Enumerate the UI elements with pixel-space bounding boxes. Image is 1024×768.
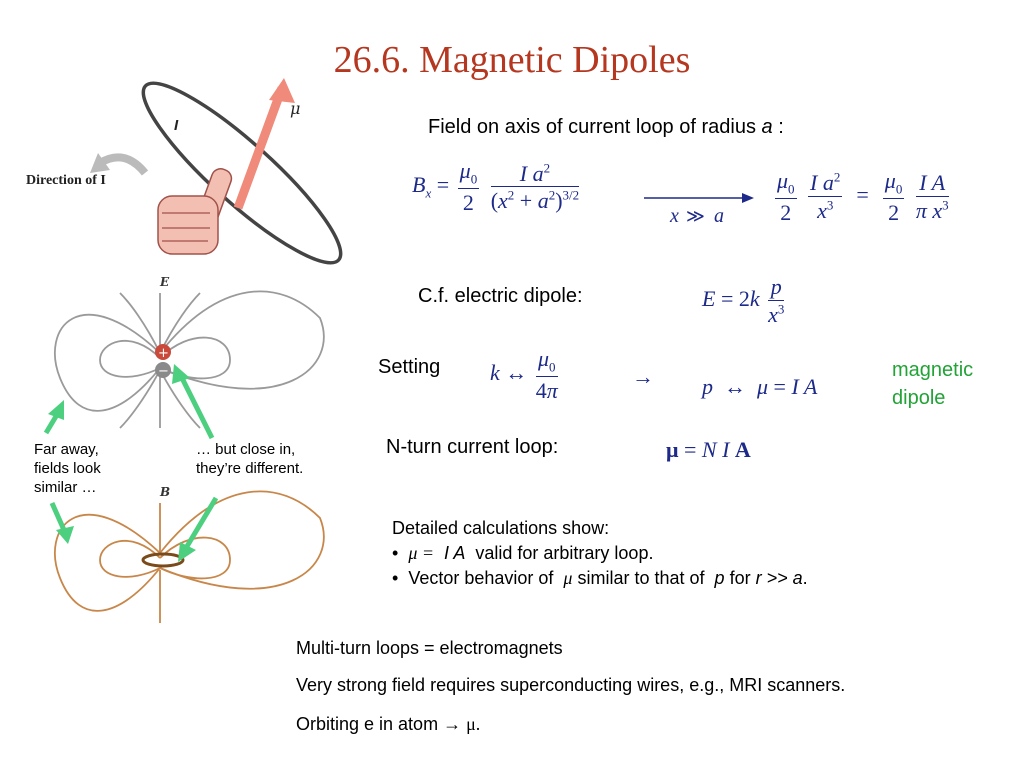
svg-text:x: x xyxy=(669,205,679,227)
coil-loop xyxy=(141,552,185,568)
svg-text:≫: ≫ xyxy=(686,206,705,226)
electric-dipole-figure: E + − xyxy=(54,275,325,429)
orbiting-prefix: Orbiting e in atom xyxy=(296,714,439,734)
limit-arrow: x ≫ a xyxy=(644,193,754,227)
axis-field-heading: Field on axis of current loop of radius … xyxy=(428,116,784,139)
e-field-label: E xyxy=(159,275,170,289)
caption-far-away: Far away, fields look similar … xyxy=(34,440,101,497)
bullet1-text: valid for arbitrary loop. xyxy=(475,543,654,563)
bullet2-p: p xyxy=(714,568,725,588)
implies-arrow: → xyxy=(632,364,654,389)
axis-heading-var: a xyxy=(761,116,773,138)
arrow-close-top xyxy=(179,376,215,440)
arrow-far-bottom xyxy=(49,501,67,532)
current-loop-figure: μ I Direction of I xyxy=(26,78,343,265)
bullet2-for: for xyxy=(729,568,751,588)
multi-turn-line: Multi-turn loops = electromagnets xyxy=(296,638,563,658)
details-bullet-2: • Vector behavior of μ similar to that o… xyxy=(392,568,808,588)
e-field-lines xyxy=(54,290,325,429)
dipole-correspondence: p ↔ μ = I A xyxy=(702,374,818,399)
direction-label: Direction of I xyxy=(26,173,106,188)
setting-label: Setting xyxy=(378,356,441,378)
magnetic-dipole-label: magnetic dipole xyxy=(892,356,973,412)
b-field-label: B xyxy=(159,485,170,499)
bullet2-mid: similar to that of xyxy=(577,568,705,588)
details-heading: Detailed calculations show: xyxy=(392,518,610,538)
nturn-equation: μ = N I A xyxy=(666,437,751,462)
positive-charge xyxy=(155,344,171,360)
moment-arrow-shaft xyxy=(233,86,287,210)
current-loop-ring xyxy=(141,81,343,265)
orbiting-line: Orbiting e in atom → μ. xyxy=(296,714,480,735)
arrow-close-bottom xyxy=(183,496,219,550)
cf-electric-label: C.f. electric dipole: xyxy=(418,285,583,307)
caption-close-line1: … but close in, xyxy=(196,441,296,458)
moment-arrow-head xyxy=(269,78,295,103)
b-field-lines xyxy=(54,490,325,623)
magnetic-dipole-line2: dipole xyxy=(892,387,946,409)
bullet2-cond: r >> a xyxy=(755,568,803,588)
bullet1-mu: μ = xyxy=(408,543,434,563)
loop-current-label: I xyxy=(174,117,179,134)
caption-far-line1: Far away, xyxy=(34,441,99,458)
caption-close-in: … but close in, they’re different. xyxy=(196,440,303,478)
negative-charge xyxy=(155,362,171,378)
details-block: Detailed calculations show: • μ = I A va… xyxy=(392,516,808,591)
caption-far-line2: fields look xyxy=(34,460,101,477)
bullet2-pre: Vector behavior of xyxy=(408,568,554,588)
svg-text:a: a xyxy=(714,205,724,227)
pointer-arrows xyxy=(43,364,219,562)
bullet2-mu: μ xyxy=(563,568,573,588)
caption-close-line2: they’re different. xyxy=(196,460,304,477)
magnetic-dipole-line1: magnetic xyxy=(892,359,974,381)
magnetic-dipole-figure: B xyxy=(54,485,325,623)
details-bullet-1: • μ = I A valid for arbitrary loop. xyxy=(392,543,654,563)
curl-arrow-head xyxy=(90,153,110,173)
slide-title: 26.6. Magnetic Dipoles xyxy=(333,39,691,81)
orbiting-mu: μ. xyxy=(466,714,481,734)
superconducting-line: Very strong field requires superconducti… xyxy=(296,675,846,695)
orbiting-arrow: → xyxy=(443,714,462,734)
bullet1-ia: I A xyxy=(444,543,466,563)
curl-arrow xyxy=(97,153,149,176)
axis-heading-suffix: : xyxy=(772,116,784,138)
axis-heading-prefix: Field on axis of current loop of radius xyxy=(428,116,762,138)
caption-far-line3: similar … xyxy=(34,479,97,496)
negative-charge-sign: − xyxy=(158,364,169,379)
bullet2-end: . xyxy=(802,568,808,588)
loop-moment-label: μ xyxy=(290,99,300,118)
positive-charge-sign: + xyxy=(158,346,169,361)
right-hand-icon xyxy=(157,168,233,255)
dipole-illustrations: μ I Direction of I E + − xyxy=(26,78,343,623)
nturn-label: N-turn current loop: xyxy=(386,436,559,458)
